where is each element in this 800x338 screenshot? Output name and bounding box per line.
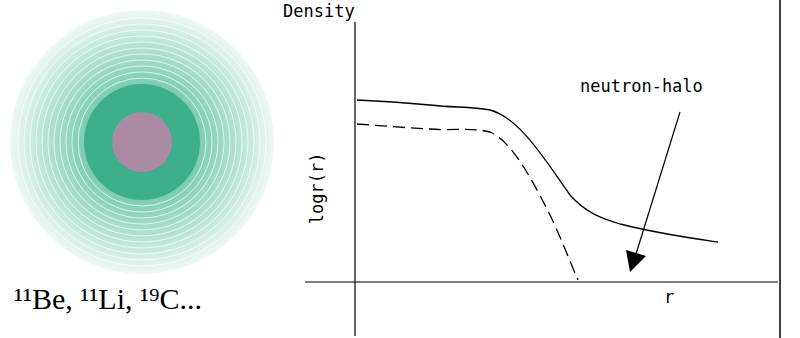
halo-ring [66, 66, 218, 218]
halo-ring [42, 42, 242, 242]
axis-label: logr(r) [309, 152, 328, 224]
halo-ring [54, 54, 230, 230]
axis-title: Density [283, 2, 355, 21]
halo-ring [72, 72, 212, 212]
halo-ring [30, 30, 254, 254]
callout-label: neutron-halo [580, 77, 703, 96]
axis-label: r [664, 288, 674, 307]
halo-ring [60, 60, 224, 224]
frame-line [779, 0, 781, 338]
nucleus-core [112, 112, 172, 172]
halo-rings [18, 18, 266, 266]
halo-ring [24, 24, 260, 260]
leader-arrowhead [626, 250, 646, 272]
y-axis [354, 22, 355, 336]
halo-ring [36, 36, 248, 248]
x-axis [305, 281, 778, 282]
total-density-curve [357, 100, 718, 242]
core-ring [84, 84, 200, 200]
halo-ring [48, 48, 236, 236]
leader-line [636, 112, 680, 254]
core-density-curve [357, 124, 578, 280]
halo-cloud [10, 10, 274, 274]
halo-ring [78, 78, 206, 206]
halo-ring [18, 18, 266, 266]
nucleus-examples: ¹¹Be, ¹¹Li, ¹⁹C... [14, 282, 202, 315]
